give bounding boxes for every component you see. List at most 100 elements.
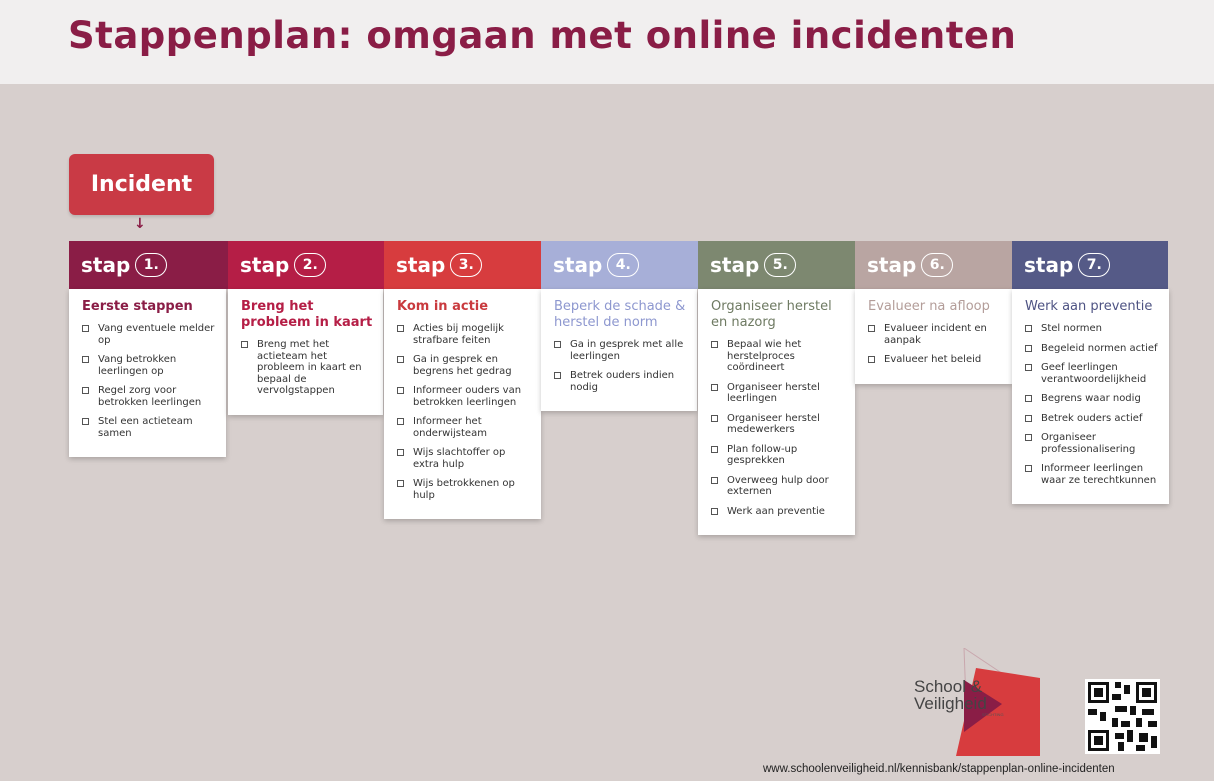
step-number-badge: 2. xyxy=(294,253,327,277)
title-bar: Stappenplan: omgaan met online incidente… xyxy=(0,0,1214,84)
logo-text: School & Veiligheid xyxy=(914,678,987,712)
step-number-badge: 4. xyxy=(607,253,640,277)
checklist-item: Werk aan preventie xyxy=(711,506,845,518)
checkbox-icon[interactable] xyxy=(82,356,89,363)
checkbox-icon[interactable] xyxy=(711,476,718,484)
step-title: Beperk de schade & herstel de norm xyxy=(554,299,686,330)
page-title: Stappenplan: omgaan met online incidente… xyxy=(68,14,1017,57)
checklist-item-label: Organiseer herstel leerlingen xyxy=(727,381,820,405)
checklist-item-label: Overweeg hulp door externen xyxy=(727,474,829,498)
step-title: Kom in actie xyxy=(397,299,489,314)
checklist-item-label: Begrens waar nodig xyxy=(1041,393,1141,404)
step-number-badge: 1. xyxy=(135,253,168,277)
checkbox-icon[interactable] xyxy=(82,387,89,394)
incident-box: Incident xyxy=(69,154,214,215)
step-title: Eerste stappen xyxy=(82,299,193,314)
checkbox-icon[interactable] xyxy=(397,418,404,425)
checkbox-icon[interactable] xyxy=(82,418,89,425)
checklist-item-label: Geef leerlingen verantwoordelijkheid xyxy=(1041,362,1147,385)
checkbox-icon[interactable] xyxy=(868,325,875,332)
checklist-item-label: Evalueer incident en aanpak xyxy=(884,323,987,346)
step-title: Evalueer na afloop xyxy=(868,299,990,314)
checkbox-icon[interactable] xyxy=(397,449,404,456)
checkbox-icon[interactable] xyxy=(397,387,404,394)
qr-code-graphic xyxy=(1085,679,1160,754)
logo-mark-icon xyxy=(956,648,1040,756)
step-card-4: Beperk de schade & herstel de norm Ga in … xyxy=(541,289,697,411)
checklist-item-label: Bepaal wie het herstelproces coördineert xyxy=(727,339,802,373)
checklist-item: Bepaal wie het herstelproces coördineert xyxy=(711,339,845,374)
step-word: stap xyxy=(81,253,131,277)
checkbox-icon[interactable] xyxy=(554,372,561,379)
checklist-item-label: Vang eventuele melder op xyxy=(98,323,215,346)
checkbox-icon[interactable] xyxy=(1025,434,1032,441)
school-veiligheid-logo[interactable]: School & Veiligheid STICHTING xyxy=(896,648,1046,756)
checklist-item-label: Regel zorg voor betrokken leerlingen xyxy=(98,385,202,408)
checkbox-icon[interactable] xyxy=(1025,414,1032,422)
checklist-item-label: Organiseer herstel medewerkers xyxy=(727,412,820,436)
checkbox-icon[interactable] xyxy=(868,356,875,363)
checkbox-icon[interactable] xyxy=(397,480,404,487)
checkbox-icon[interactable] xyxy=(1025,364,1032,371)
step-word: stap xyxy=(1024,253,1074,277)
checklist-item: Stel een actieteam samen xyxy=(82,416,216,439)
step-title: Organiseer herstel en nazorg xyxy=(711,299,832,330)
checklist-item-label: Breng met het actieteam het probleem in … xyxy=(257,339,362,396)
logo-line-1: School & xyxy=(914,677,983,696)
checkbox-icon[interactable] xyxy=(82,325,89,332)
checklist-item: Informeer ouders van betrokken leerlinge… xyxy=(397,385,531,408)
step-word: stap xyxy=(396,253,446,277)
checklist-item: Informeer het onderwijsteam xyxy=(397,416,531,439)
checklist-item: Acties bij mogelijk strafbare feiten xyxy=(397,323,531,346)
checklist-item: Begrens waar nodig xyxy=(1025,393,1159,405)
checklist-item: Evalueer het beleid xyxy=(868,354,1002,366)
qr-code-icon[interactable] xyxy=(1085,679,1160,754)
checklist-item-label: Wijs betrokkenen op hulp xyxy=(413,478,515,501)
checklist-item: Informeer leerlingen waar ze terechtkunn… xyxy=(1025,463,1159,486)
checkbox-icon[interactable] xyxy=(1025,325,1032,332)
checklist-item-label: Informeer leerlingen waar ze terechtkunn… xyxy=(1041,463,1157,486)
step-word: stap xyxy=(710,253,760,277)
checkbox-icon[interactable] xyxy=(711,445,718,453)
checkbox-icon[interactable] xyxy=(711,414,718,422)
checkbox-icon[interactable] xyxy=(711,383,718,391)
checklist-item-label: Ga in gesprek met alle leerlingen xyxy=(570,339,684,362)
checklist-item: Geef leerlingen verantwoordelijkheid xyxy=(1025,362,1159,385)
step-number-badge: 6. xyxy=(921,253,954,277)
logo-line-2: Veiligheid xyxy=(914,694,987,713)
checklist-item: Betrek ouders actief xyxy=(1025,413,1159,425)
checklist-item: Overweeg hulp door externen xyxy=(711,475,845,498)
footer-url-link[interactable]: www.schoolenveiligheid.nl/kennisbank/sta… xyxy=(763,763,1115,775)
arrow-down-icon: ↓ xyxy=(134,216,146,232)
checklist-item: Wijs slachtoffer op extra hulp xyxy=(397,447,531,470)
checkbox-icon[interactable] xyxy=(1025,395,1032,402)
checkbox-icon[interactable] xyxy=(397,356,404,363)
checkbox-icon[interactable] xyxy=(711,507,718,515)
checkbox-icon[interactable] xyxy=(397,325,404,332)
checkbox-icon[interactable] xyxy=(241,341,248,348)
step-number-badge: 3. xyxy=(450,253,483,277)
checklist-item: Stel normen xyxy=(1025,323,1159,335)
checklist-item-label: Ga in gesprek en begrens het gedrag xyxy=(413,354,512,377)
checkbox-icon[interactable] xyxy=(711,341,718,348)
checklist-item-label: Evalueer het beleid xyxy=(884,354,982,365)
checkbox-icon[interactable] xyxy=(1025,465,1032,472)
checklist-item-label: Betrek ouders indien nodig xyxy=(570,370,675,393)
checkbox-icon[interactable] xyxy=(1025,344,1032,352)
checklist-item-label: Stel een actieteam samen xyxy=(98,416,193,439)
checklist-item-label: Informeer het onderwijsteam xyxy=(413,416,487,439)
checklist-item-label: Informeer ouders van betrokken leerlinge… xyxy=(413,385,522,408)
checklist-item: Betrek ouders indien nodig xyxy=(554,370,687,393)
checkbox-icon[interactable] xyxy=(554,341,561,348)
